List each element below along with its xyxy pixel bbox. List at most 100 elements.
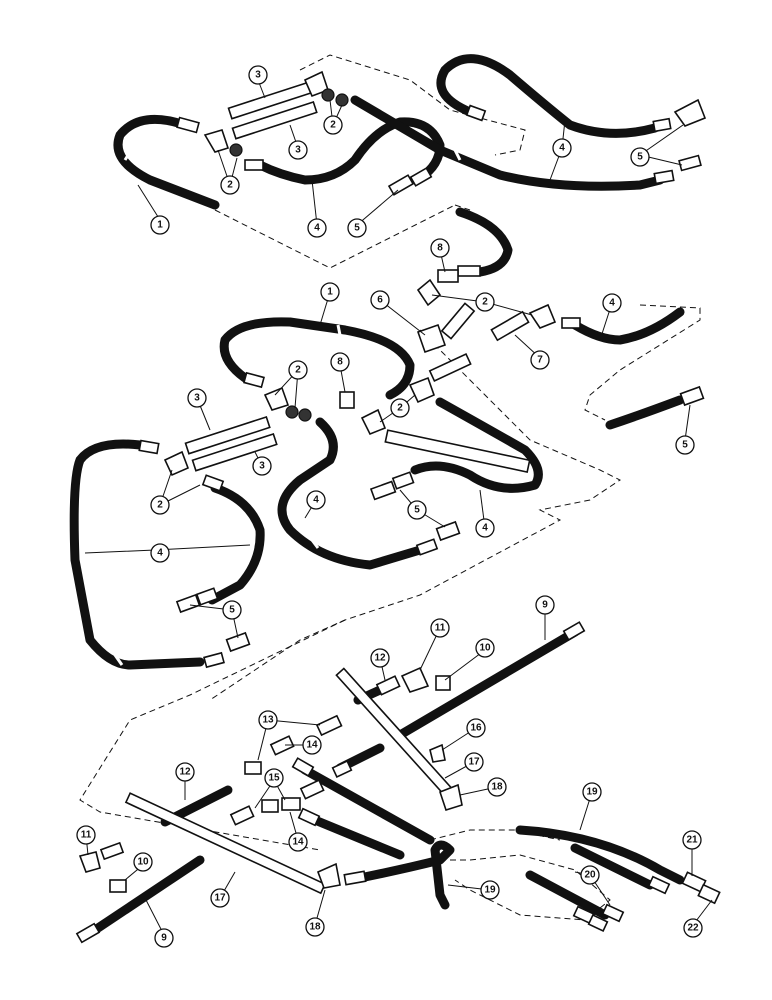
callout-label: 20 bbox=[584, 870, 596, 881]
fitting bbox=[99, 841, 125, 861]
fitting bbox=[652, 117, 672, 133]
fitting-5-center-b bbox=[435, 520, 461, 542]
callout-label: 2 bbox=[227, 180, 233, 191]
elbow-fitting-5 bbox=[673, 98, 707, 127]
elbow-fitting-18-upper bbox=[439, 783, 463, 811]
leader bbox=[137, 184, 161, 221]
callout-label: 1 bbox=[327, 287, 333, 298]
fitting bbox=[343, 870, 367, 886]
hose-part-1-top bbox=[113, 114, 220, 210]
callout-2-top-left: 2 bbox=[220, 175, 240, 195]
fitting-13-a bbox=[315, 714, 343, 737]
adapter-2-upper-b bbox=[335, 93, 349, 107]
elbow-fitting-2-left bbox=[163, 450, 190, 477]
callout-label: 17 bbox=[468, 757, 480, 768]
callout-11-upper: 11 bbox=[430, 618, 450, 638]
callout-label: 2 bbox=[397, 403, 403, 414]
callout-9-upper: 9 bbox=[535, 595, 555, 615]
callout-label: 4 bbox=[609, 298, 615, 309]
callout-20: 20 bbox=[580, 865, 600, 885]
callout-10-upper: 10 bbox=[475, 638, 495, 658]
callout-label: 17 bbox=[214, 893, 226, 904]
steel-tube-3-b bbox=[231, 100, 318, 140]
top-right-section bbox=[416, 207, 705, 430]
fitting-5-left-b bbox=[225, 631, 251, 653]
callout-label: 11 bbox=[435, 623, 446, 634]
callout-8-middle: 8 bbox=[330, 352, 350, 372]
callout-17-upper: 17 bbox=[464, 752, 484, 772]
callout-4-right: 4 bbox=[602, 293, 622, 313]
elbow-fitting-2-upper-right bbox=[416, 278, 442, 307]
hose-upper-right bbox=[455, 207, 513, 277]
callout-1-middle: 1 bbox=[320, 282, 340, 302]
callout-label: 14 bbox=[306, 740, 318, 751]
callout-12-upper: 12 bbox=[370, 648, 390, 668]
fitting bbox=[75, 922, 101, 944]
hose-marker bbox=[351, 144, 359, 152]
callout-label: 2 bbox=[330, 120, 336, 131]
callout-label: 3 bbox=[194, 393, 200, 404]
callout-label: 5 bbox=[637, 152, 643, 163]
hose-marker bbox=[123, 151, 132, 161]
callout-19-lower: 19 bbox=[480, 880, 500, 900]
callout-18-upper: 18 bbox=[487, 777, 507, 797]
callout-label: 16 bbox=[470, 723, 482, 734]
fitting bbox=[291, 757, 315, 777]
fitting bbox=[176, 116, 200, 134]
callout-7: 7 bbox=[530, 350, 550, 370]
callout-21: 21 bbox=[682, 830, 702, 850]
top-group-outline bbox=[214, 54, 526, 269]
callout-label: 5 bbox=[229, 605, 235, 616]
callout-2-upper-right: 2 bbox=[475, 292, 495, 312]
callout-label: 5 bbox=[414, 505, 420, 516]
top-right-outline bbox=[454, 204, 701, 421]
hose-right-short bbox=[605, 395, 685, 430]
leader-lines bbox=[84, 79, 713, 936]
hose-marker bbox=[113, 654, 124, 666]
callout-3-middle-a: 3 bbox=[187, 388, 207, 408]
fitting bbox=[297, 807, 321, 827]
steel-tube-3-c bbox=[184, 415, 271, 455]
adapter-2-upper-a bbox=[321, 88, 335, 102]
hose-marker bbox=[336, 324, 342, 336]
fitting bbox=[331, 760, 353, 778]
hose-part-20-a bbox=[570, 843, 655, 890]
callout-label: 4 bbox=[559, 143, 565, 154]
callout-10-lower: 10 bbox=[133, 852, 153, 872]
fitting-5-left-a bbox=[175, 593, 201, 614]
steel-tube-center bbox=[384, 429, 531, 473]
hose-part-4-left-middle bbox=[207, 483, 265, 605]
fitting bbox=[391, 471, 415, 490]
middle-group-outline bbox=[209, 329, 621, 701]
callout-5-left: 5 bbox=[222, 600, 242, 620]
callout-label: 7 bbox=[537, 355, 543, 366]
hose-part-4-top-right bbox=[436, 54, 660, 138]
fitting bbox=[138, 439, 160, 455]
hose-part-9-lower bbox=[93, 855, 205, 933]
hose-part-4-center bbox=[277, 417, 425, 570]
fitting bbox=[587, 914, 609, 932]
fitting-5 bbox=[387, 174, 415, 196]
fitting bbox=[244, 159, 264, 171]
clamp-6 bbox=[416, 323, 447, 354]
top-section bbox=[113, 54, 707, 210]
adapter-2 bbox=[229, 143, 243, 157]
callout-2-top-center: 2 bbox=[323, 115, 343, 135]
callout-label: 11 bbox=[81, 830, 92, 841]
elbow-fitting-11-upper bbox=[400, 666, 430, 693]
callout-label: 9 bbox=[542, 600, 548, 611]
fitting bbox=[409, 167, 433, 187]
callout-11-lower: 11 bbox=[76, 825, 96, 845]
fitting bbox=[203, 651, 225, 669]
callout-label: 9 bbox=[161, 933, 167, 944]
fitting-14-upper bbox=[244, 761, 262, 775]
callout-label: 18 bbox=[491, 782, 503, 793]
fitting bbox=[647, 875, 671, 895]
fitting-13-b bbox=[269, 735, 295, 756]
callout-4-top-left: 4 bbox=[307, 218, 327, 238]
callout-label: 19 bbox=[484, 885, 496, 896]
callout-1-top: 1 bbox=[150, 215, 170, 235]
fitting-15-a bbox=[229, 805, 255, 826]
leader bbox=[356, 189, 399, 226]
callout-label: 1 bbox=[157, 220, 163, 231]
